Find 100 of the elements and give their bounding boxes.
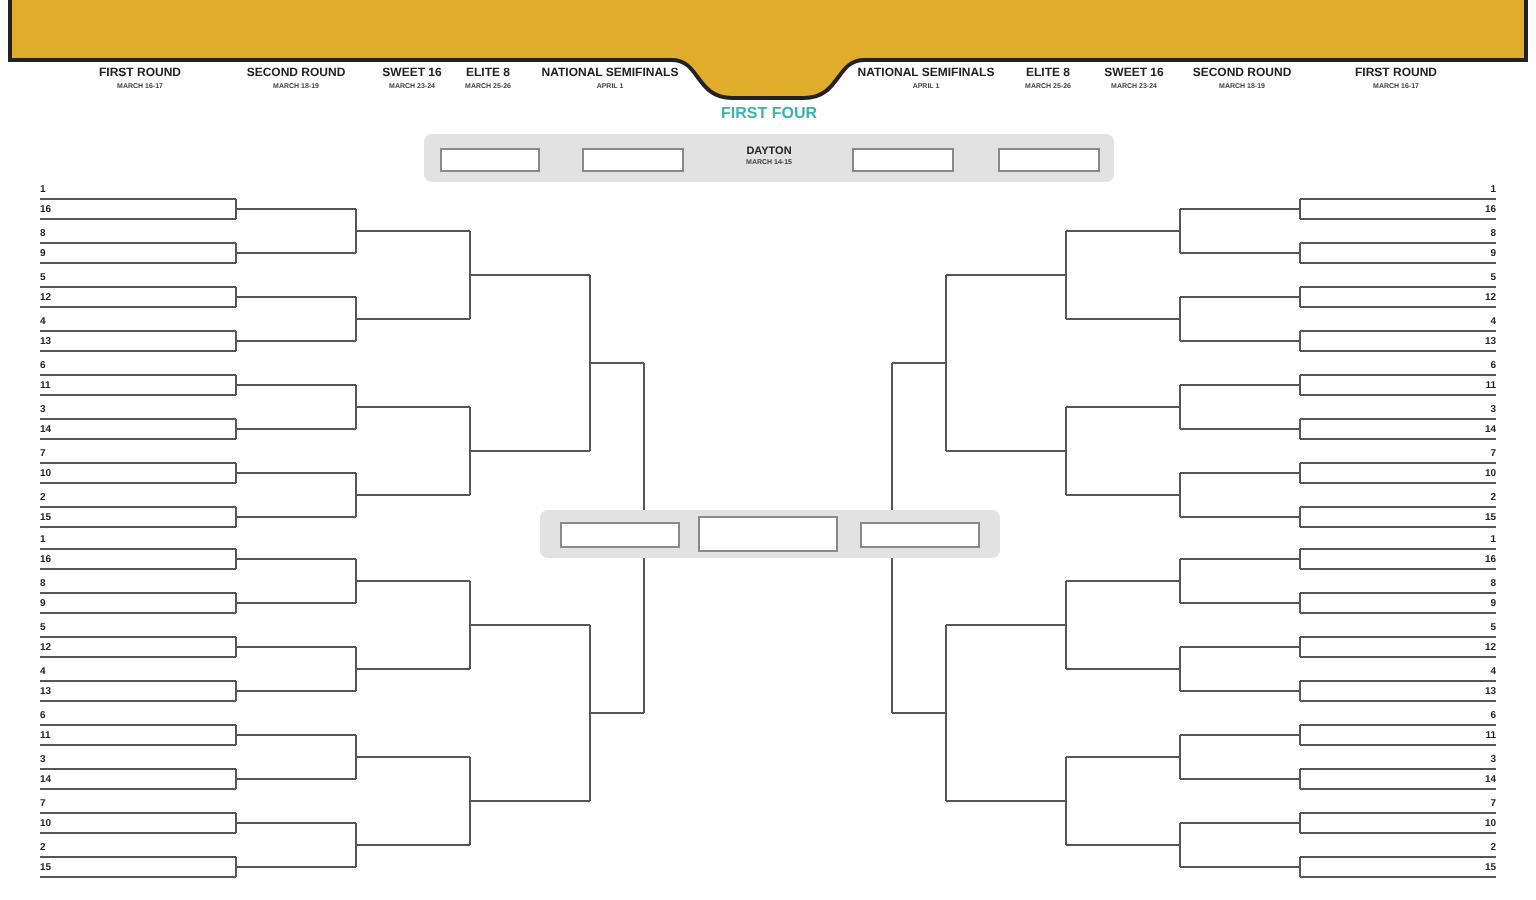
bracket-line [1300, 464, 1496, 484]
bracket-connector [1299, 822, 1301, 834]
bracket-line [1300, 682, 1496, 702]
bracket-line [1300, 638, 1496, 658]
bracket-line [236, 822, 356, 824]
bracket-line [1300, 400, 1496, 420]
bracket-connector [589, 624, 591, 714]
bracket-line [236, 208, 356, 210]
bracket-connector [235, 812, 237, 824]
bracket-connector [235, 558, 237, 570]
bracket-line [1300, 312, 1496, 332]
bracket-connector [1299, 812, 1301, 824]
bracket-connector [945, 624, 947, 714]
bracket-connector [235, 856, 237, 868]
bracket-line [892, 362, 946, 364]
bracket-connector [1299, 558, 1301, 570]
bracket-line [1300, 530, 1496, 550]
bracket-connector [355, 406, 357, 430]
bracket-line [946, 800, 1066, 802]
bracket-connector [1299, 602, 1301, 614]
bracket-line [356, 756, 470, 758]
bracket-line [1300, 814, 1496, 834]
bracket-connector [235, 866, 237, 878]
bracket-line [40, 376, 236, 396]
bracket-connector [469, 274, 471, 320]
bracket-line [1300, 420, 1496, 440]
bracket-line [1300, 770, 1496, 790]
bracket-connector [1179, 296, 1181, 320]
bracket-connector [235, 646, 237, 658]
bracket-line [946, 450, 1066, 452]
bracket-line [40, 838, 236, 858]
bracket-line [1300, 706, 1496, 726]
bracket-line [40, 594, 236, 614]
bracket-line [40, 770, 236, 790]
bracket-line [236, 866, 356, 868]
bracket-line [40, 682, 236, 702]
bracket-connector [1179, 384, 1181, 408]
bracket-line [236, 734, 356, 736]
bracket-line [40, 420, 236, 440]
bracket-connector [1299, 428, 1301, 440]
bracket-connector [1065, 274, 1067, 320]
bracket-line [1300, 376, 1496, 396]
bracket-connector [1299, 418, 1301, 430]
bracket-connector [355, 756, 357, 780]
bracket-connector [235, 724, 237, 736]
bracket-line [1066, 494, 1180, 496]
bracket-line [356, 668, 470, 670]
bracket-connector [1179, 646, 1181, 670]
bracket-line [1180, 690, 1300, 692]
bracket-connector [1179, 844, 1181, 868]
bracket-connector [355, 734, 357, 758]
bracket-connector [355, 646, 357, 670]
bracket-line [1180, 516, 1300, 518]
bracket-line [590, 362, 644, 364]
bracket-line [1300, 244, 1496, 264]
bracket-connector [1299, 734, 1301, 746]
bracket-line [236, 646, 356, 648]
bracket-line [40, 356, 236, 376]
bracket-connector [469, 450, 471, 496]
bracket-line [40, 244, 236, 264]
bracket-connector [235, 330, 237, 342]
bracket-line [1300, 550, 1496, 570]
bracket-line [1300, 356, 1496, 376]
bracket-connector [355, 822, 357, 846]
bracket-connector [1299, 548, 1301, 560]
bracket-line [40, 814, 236, 834]
bracket-connector [235, 680, 237, 692]
bracket-line [1300, 508, 1496, 528]
bracket-line [1180, 472, 1300, 474]
bracket-connector [355, 558, 357, 582]
bracket-connector [1299, 680, 1301, 692]
bracket-connector [1179, 734, 1181, 758]
bracket-line [1180, 384, 1300, 386]
bracket-connector [235, 822, 237, 834]
panel-heading: FIRST FOUR [721, 104, 817, 122]
bracket-line [236, 516, 356, 518]
bracket-line [40, 726, 236, 746]
bracket-connector [1299, 384, 1301, 396]
bracket-line [470, 274, 590, 276]
bracket-connector [1179, 208, 1181, 232]
bracket-line [1066, 844, 1180, 846]
bracket-line [40, 180, 236, 200]
bracket-connector [589, 362, 591, 452]
bracket-connector [945, 712, 947, 802]
bracket-line [40, 550, 236, 570]
bracket-connector [1299, 330, 1301, 342]
bracket-line [40, 268, 236, 288]
bracket-connector [235, 208, 237, 220]
bracket-connector [1179, 494, 1181, 518]
bracket-connector [589, 274, 591, 364]
bracket-connector [235, 778, 237, 790]
bracket-connector [235, 690, 237, 702]
bracket-connector [469, 230, 471, 276]
bracket-connector [1299, 506, 1301, 518]
bracket-connector [1179, 580, 1181, 604]
bracket-connector [1065, 800, 1067, 846]
team-box [560, 522, 680, 548]
bracket-connector [1299, 462, 1301, 474]
bracket-line [470, 624, 590, 626]
bracket-connector [1179, 472, 1181, 496]
